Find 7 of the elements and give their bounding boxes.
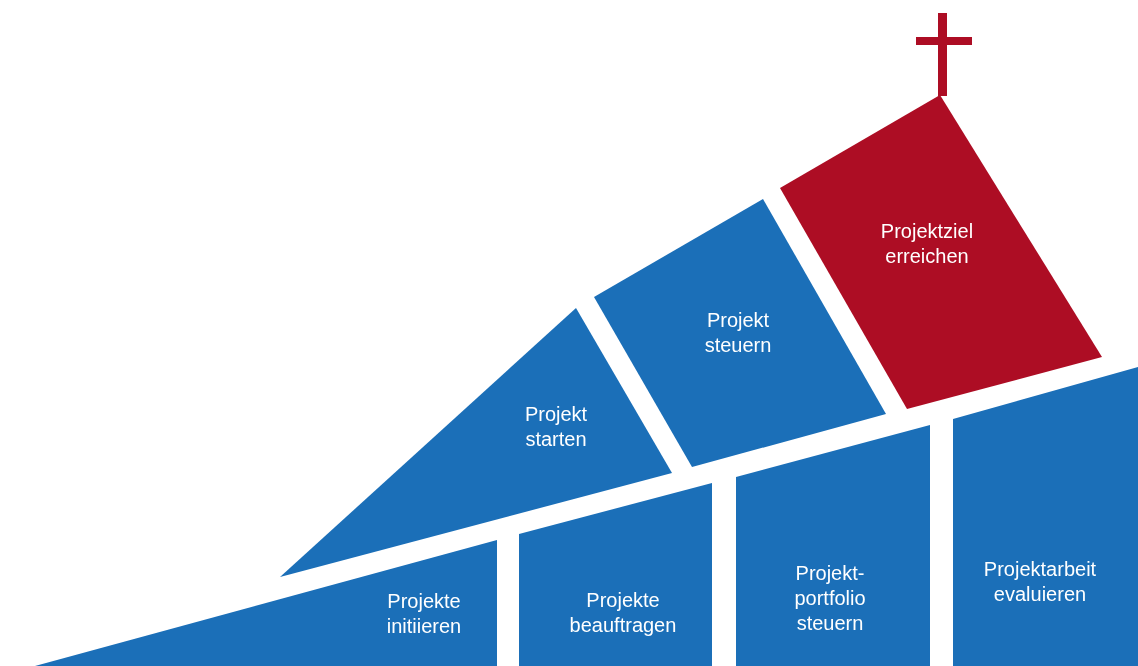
step-label: Projektarbeit evaluieren <box>982 557 1098 607</box>
step-label: Projekt steuern <box>703 308 773 358</box>
step-label: Projekt starten <box>523 402 589 452</box>
step-label: Projekte initiieren <box>385 589 463 639</box>
step-label: Projektziel erreichen <box>879 219 975 269</box>
step-label: Projekt- portfolio steuern <box>793 560 867 636</box>
step-label: Projekte beauftragen <box>568 588 678 638</box>
